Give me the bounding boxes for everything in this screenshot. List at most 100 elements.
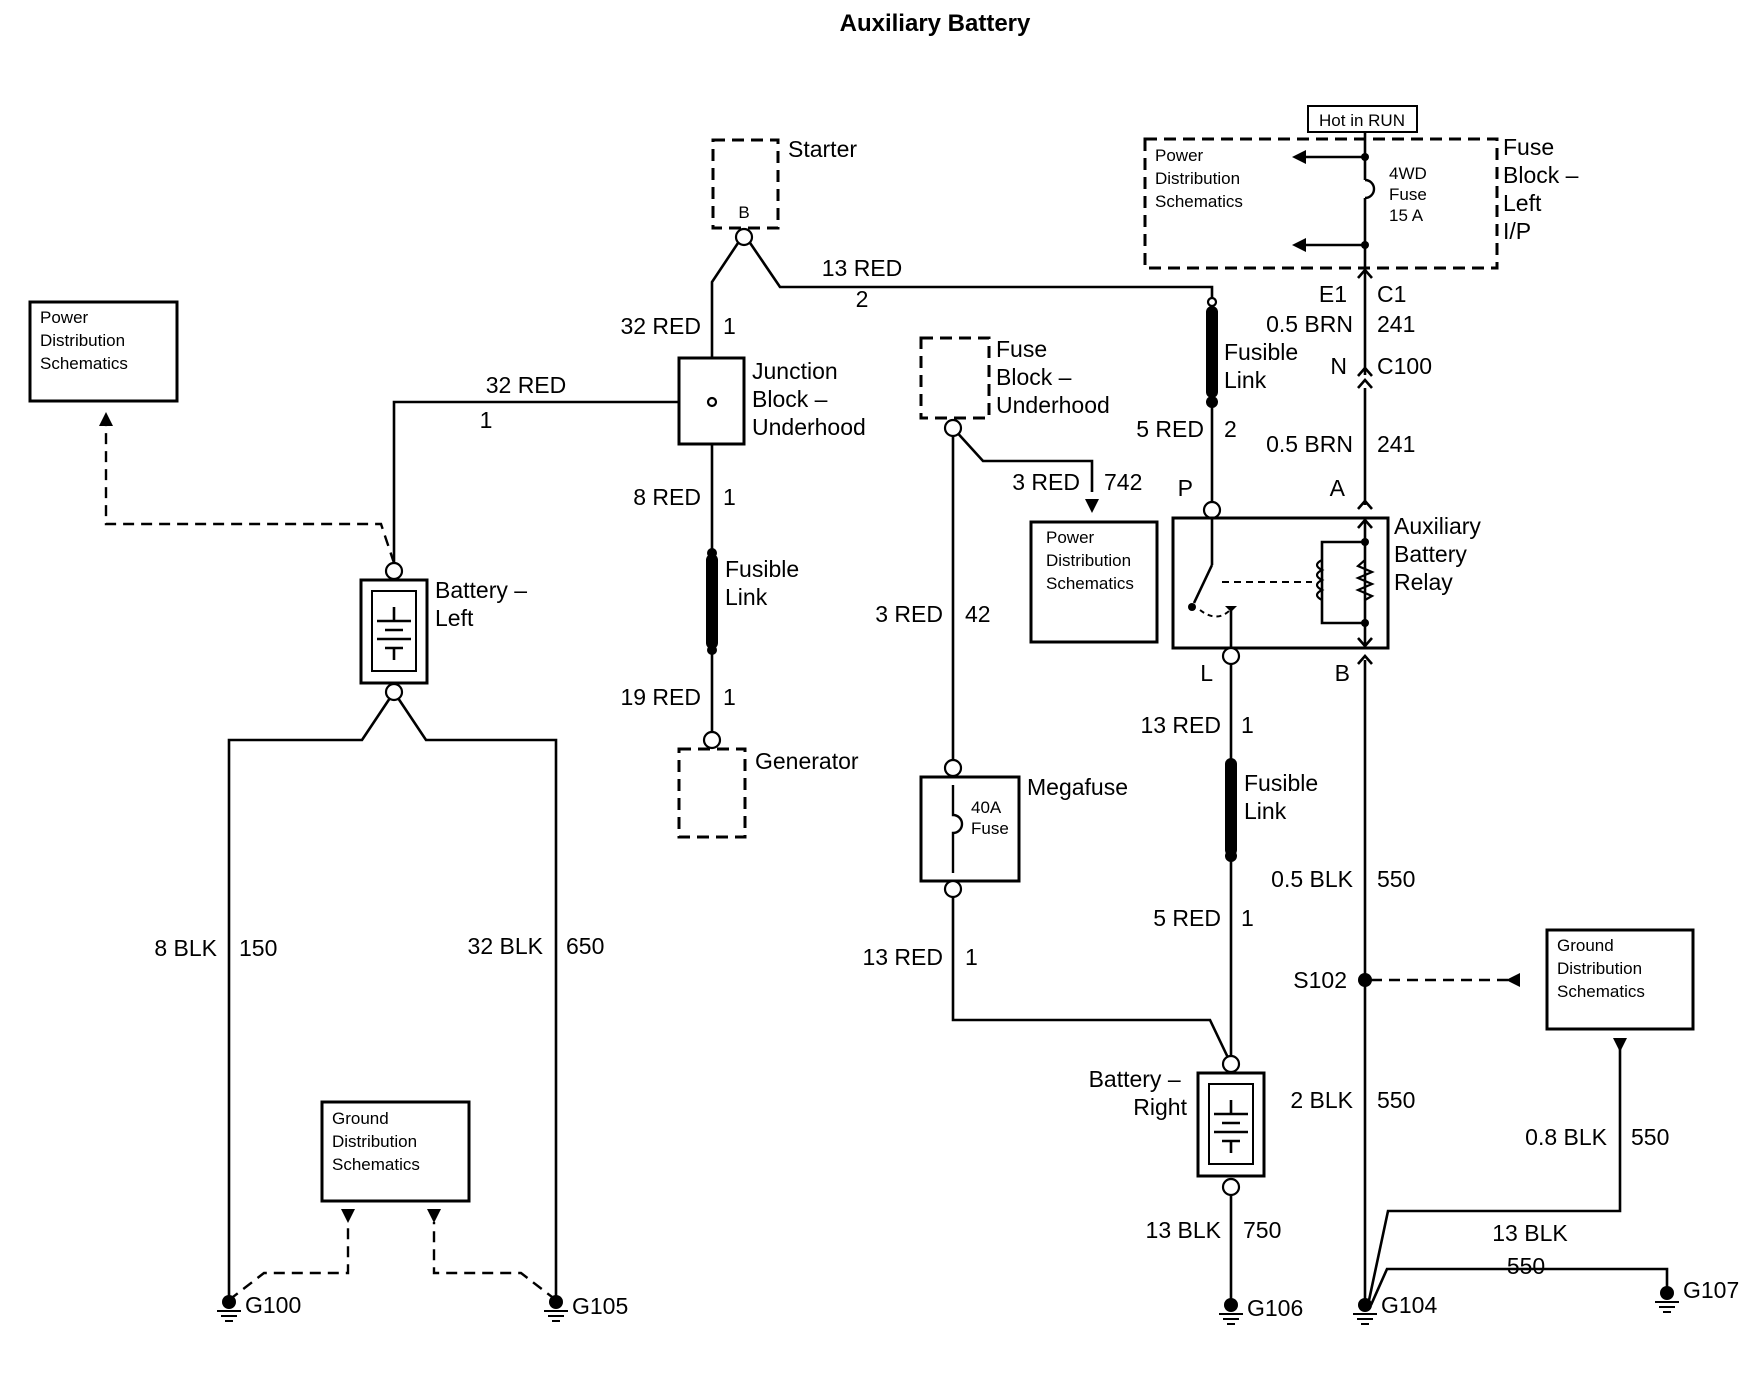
- fusible-link-left: Fusible Link: [706, 548, 806, 655]
- generator-label: Generator: [755, 748, 859, 774]
- arrow-down-icon: [1085, 499, 1099, 513]
- fusible-link-label: Fusible Link: [725, 556, 806, 610]
- svg-text:19 RED: 19 RED: [620, 684, 701, 710]
- wire-label: 13 BLK 550: [1492, 1220, 1568, 1279]
- svg-text:550: 550: [1377, 1087, 1415, 1113]
- inline-connectors: [1357, 268, 1373, 665]
- relay-pin-b: B: [1335, 660, 1350, 686]
- connector-c100: C100: [1377, 353, 1432, 379]
- splice-s102: S102: [1293, 967, 1372, 993]
- wire-label: 0.5 BRN 241: [1266, 431, 1415, 457]
- ground-distribution-ref-right: Ground Distribution Schematics: [1545, 928, 1695, 1031]
- aux-relay-label: Auxiliary Battery Relay: [1394, 513, 1487, 595]
- svg-text:550: 550: [1507, 1253, 1545, 1279]
- junction-block-label: Junction Block – Underhood: [752, 358, 866, 440]
- wire-label: 32 RED 1: [480, 372, 567, 433]
- starter-label: Starter: [788, 136, 857, 162]
- svg-text:1: 1: [1241, 712, 1254, 738]
- svg-text:650: 650: [566, 933, 604, 959]
- svg-text:2 BLK: 2 BLK: [1290, 1087, 1353, 1113]
- wire-label: 13 RED 1: [1140, 712, 1253, 738]
- battery-right-label: Battery – Right: [1089, 1066, 1188, 1120]
- wire-label: 0.5 BLK 550: [1271, 866, 1415, 892]
- ground-g104: G104: [1353, 1292, 1437, 1325]
- reference-lines: [99, 412, 1627, 1301]
- svg-text:32 BLK: 32 BLK: [468, 933, 544, 959]
- svg-text:550: 550: [1377, 866, 1415, 892]
- svg-text:32 RED: 32 RED: [486, 372, 567, 398]
- arrow-left-icon: [1292, 150, 1306, 164]
- svg-text:2: 2: [1224, 416, 1237, 442]
- arrow-up-icon: [99, 412, 113, 426]
- power-distribution-ref-left: Power Distribution Schematics: [28, 300, 179, 403]
- wire-label: 8 BLK 150: [154, 935, 277, 961]
- junction-block-underhood: Junction Block – Underhood: [677, 356, 866, 446]
- connector-labels: E1 C1 N C100: [1319, 281, 1432, 379]
- svg-text:42: 42: [965, 601, 991, 627]
- wire-label: 32 BLK 650: [468, 933, 605, 959]
- wire-labels: 13 RED 2 32 RED 1 32 RED 1 8 RED 1 19 RE…: [154, 255, 1669, 1279]
- svg-text:13 RED: 13 RED: [822, 255, 903, 281]
- ground-distribution-ref-left: Ground Distribution Schematics: [320, 1100, 471, 1203]
- wire-label: 19 RED 1: [620, 684, 735, 710]
- wire-label: 5 RED 2: [1136, 416, 1237, 442]
- battery-left: Battery – Left: [359, 561, 527, 702]
- relay-pin-l: L: [1200, 660, 1213, 686]
- connector-n: N: [1330, 353, 1347, 379]
- svg-text:550: 550: [1631, 1124, 1669, 1150]
- megafuse-fuse-label: 40A Fuse: [971, 798, 1009, 838]
- svg-text:150: 150: [239, 935, 277, 961]
- power-distribution-ref-label: Power Distribution Schematics: [40, 308, 130, 373]
- fuse-block-left-ip: Hot in RUN Power Distribution Schematics…: [1143, 105, 1585, 270]
- starter-pin: B: [738, 203, 749, 222]
- power-distribution-ref-label: Power Distribution Schematics: [1155, 146, 1245, 211]
- relay-pin-p: P: [1178, 475, 1193, 501]
- auxiliary-battery-relay: P A L B Auxiliary Battery Relay: [1171, 475, 1487, 686]
- starter: B Starter: [711, 136, 857, 247]
- generator: Generator: [677, 730, 859, 839]
- svg-text:0.5 BRN: 0.5 BRN: [1266, 311, 1353, 337]
- power-distribution-ref-middle: Power Distribution Schematics: [1029, 499, 1159, 644]
- fuse-block-left-ip-label: Fuse Block – Left I/P: [1503, 134, 1585, 244]
- ground-g105: G105: [544, 1293, 628, 1322]
- diagram-title: Auxiliary Battery: [840, 10, 1031, 37]
- fuse-block-underhood-label: Fuse Block – Underhood: [996, 336, 1110, 418]
- arrow-down-icon: [1613, 1038, 1627, 1052]
- svg-text:1: 1: [1241, 905, 1254, 931]
- svg-text:32 RED: 32 RED: [620, 313, 701, 339]
- ground-label: G104: [1381, 1292, 1437, 1318]
- svg-text:3 RED: 3 RED: [875, 601, 943, 627]
- arrow-down-icon: [427, 1209, 441, 1223]
- wire-label: 13 RED 1: [862, 944, 977, 970]
- battery-right: Battery – Right: [1089, 1054, 1266, 1197]
- fuse-4wd-label: 4WD Fuse 15 A: [1389, 164, 1432, 225]
- svg-text:1: 1: [723, 313, 736, 339]
- svg-text:2: 2: [856, 286, 869, 312]
- wire-label: 3 RED 42: [875, 601, 990, 627]
- megafuse-label: Megafuse: [1027, 774, 1128, 800]
- svg-text:3 RED: 3 RED: [1012, 469, 1080, 495]
- svg-text:1: 1: [480, 407, 493, 433]
- ground-distribution-ref-label: Ground Distribution Schematics: [332, 1109, 422, 1174]
- svg-text:241: 241: [1377, 431, 1415, 457]
- wire-label: 32 RED 1: [620, 313, 735, 339]
- ground-label: G106: [1247, 1295, 1303, 1321]
- svg-text:5 RED: 5 RED: [1153, 905, 1221, 931]
- wire-label: 13 BLK 750: [1146, 1217, 1282, 1243]
- wire-label: 13 RED 2: [822, 255, 903, 312]
- svg-text:8 RED: 8 RED: [633, 484, 701, 510]
- svg-text:1: 1: [723, 484, 736, 510]
- splice-s102-label: S102: [1293, 967, 1347, 993]
- fuse-block-underhood: Fuse Block – Underhood: [919, 336, 1110, 438]
- fusible-link-label: Fusible Link: [1224, 339, 1305, 393]
- svg-text:750: 750: [1243, 1217, 1281, 1243]
- fusible-link-label: Fusible Link: [1244, 770, 1325, 824]
- arrow-left-icon: [1506, 973, 1520, 987]
- fusible-link-right: Fusible Link: [1225, 758, 1325, 862]
- wire-label: 0.8 BLK 550: [1525, 1124, 1669, 1150]
- ground-g106: G106: [1219, 1295, 1303, 1325]
- wire-label: 8 RED 1: [633, 484, 736, 510]
- svg-text:742: 742: [1104, 469, 1142, 495]
- wire-label: 2 BLK 550: [1290, 1087, 1415, 1113]
